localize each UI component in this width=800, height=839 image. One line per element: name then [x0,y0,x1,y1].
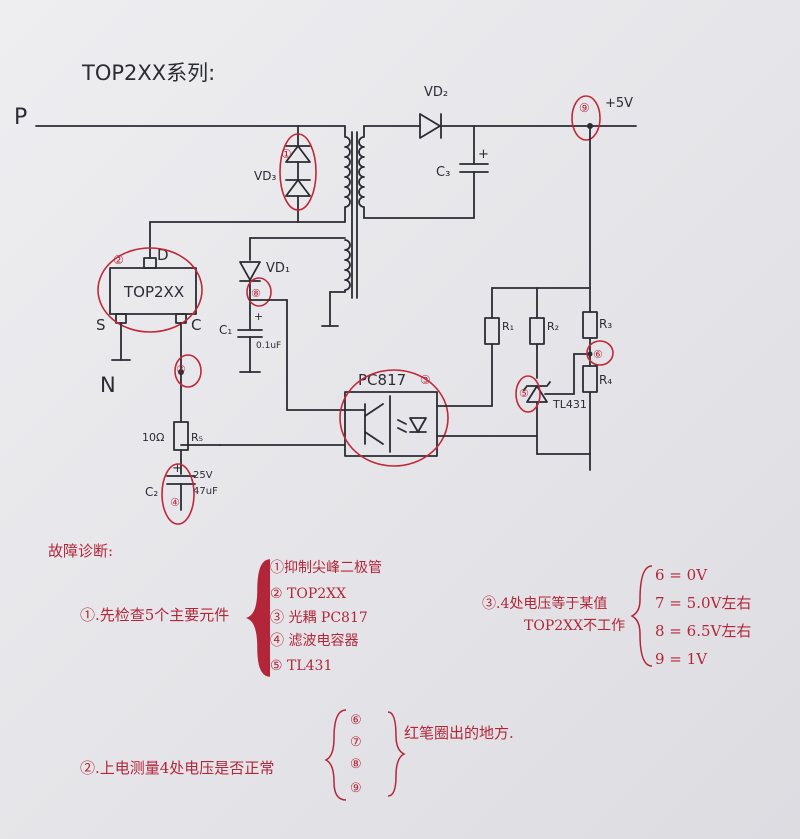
notes-step2: ②.上电测量4处电压是否正常 [80,759,274,777]
label-r3: R₃ [599,317,612,331]
step2-item-9: ⑨ [350,781,362,796]
notes-heading: 故障诊断: [48,542,113,560]
value-9: 9 = 1V [655,650,708,668]
label-r2: R₂ [547,320,559,333]
marker-8: ⑧ [251,287,261,300]
pin-c-label: C [191,316,201,334]
marker-6: ⑥ [593,348,603,361]
label-c2: C₂ [145,485,158,499]
marker-2: ② [113,253,124,267]
c2-plus: + [172,461,183,476]
secondary-rectifier: VD₂ + C₃ [363,85,637,219]
c2-value-b: 47uF [193,486,218,497]
chip-label: TOP2XX [123,283,184,301]
page-title: TOP2XX系列: [81,61,215,85]
c3-plus: + [478,147,489,162]
step2-item-8: ⑧ [350,757,362,772]
value-6: 6 = 0V [655,566,708,584]
step1-item-5: ⑤ TL431 [270,658,332,674]
pin-d-label: D [157,246,169,264]
r5-value: 10Ω [142,431,164,444]
c1-plus: + [254,310,263,323]
marker-4: ④ [170,496,180,509]
value-8: 8 = 6.5V左右 [655,622,751,640]
value-7: 7 = 5.0V左右 [655,594,751,612]
step1-item-1: ①抑制尖峰二极管 [270,560,382,576]
label-vd3: VD₃ [254,169,276,183]
source-to-n: N [100,322,131,397]
primary-rail: P [14,105,346,130]
feedback-network: R₁ R₂ TL431 ⑤ R₃ ⑥ R₄ [436,287,614,471]
marker-1: ① [281,147,292,161]
vd3-clamp: VD₃ ① [254,125,317,223]
notes-step3: ③.4处电压等于某值 [482,595,607,612]
label-plus5v: +5V [605,96,633,111]
output-node: ⑨ +5V [571,95,633,313]
label-c3: C₃ [436,165,450,180]
aux-rectifier: VD₁ ⑧ + C₁ 0.1uF [219,237,346,411]
label-p: P [14,105,27,130]
pin-s-label: S [96,316,106,334]
notes-step3-sub: TOP2XX不工作 [524,618,625,634]
transformer [344,125,365,299]
marker-7: ⑦ [176,363,186,376]
label-pc817: PC817 [358,371,406,389]
step2-item-7: ⑦ [350,735,362,750]
top2xx-chip: TOP2XX D S C ② [96,221,203,334]
marker-9: ⑨ [579,101,590,115]
diagnosis-notes: 故障诊断: ①.先检查5个主要元件 ①抑制尖峰二极管 ② TOP2XX ③ 光耦… [48,542,751,801]
step2-item-6: ⑥ [350,713,362,728]
step1-item-2: ② TOP2XX [270,586,346,602]
label-tl431: TL431 [552,398,587,411]
c1-value: 0.1uF [256,341,281,351]
label-r5: R₅ [191,431,203,444]
c2-value-a: 25V [193,470,213,481]
label-r4: R₄ [599,373,612,387]
label-vd2: VD₂ [424,85,448,100]
label-c1: C₁ [219,323,232,337]
label-r1: R₁ [502,320,514,333]
pc817-optocoupler: PC817 ③ [219,369,449,467]
marker-5: ⑤ [519,387,529,400]
notes-step2-note: 红笔圈出的地方. [404,724,514,742]
marker-3: ③ [420,373,431,387]
step1-item-3: ③ 光耦 PC817 [270,610,368,626]
step1-item-4: ④ 滤波电容器 [270,632,358,649]
label-n: N [100,373,116,397]
notes-step1: ①.先检查5个主要元件 [80,606,229,624]
label-vd1: VD₁ [266,261,290,276]
control-branch: ⑦ 10Ω R₅ + C₂ 25V 47uF ④ [142,322,221,525]
